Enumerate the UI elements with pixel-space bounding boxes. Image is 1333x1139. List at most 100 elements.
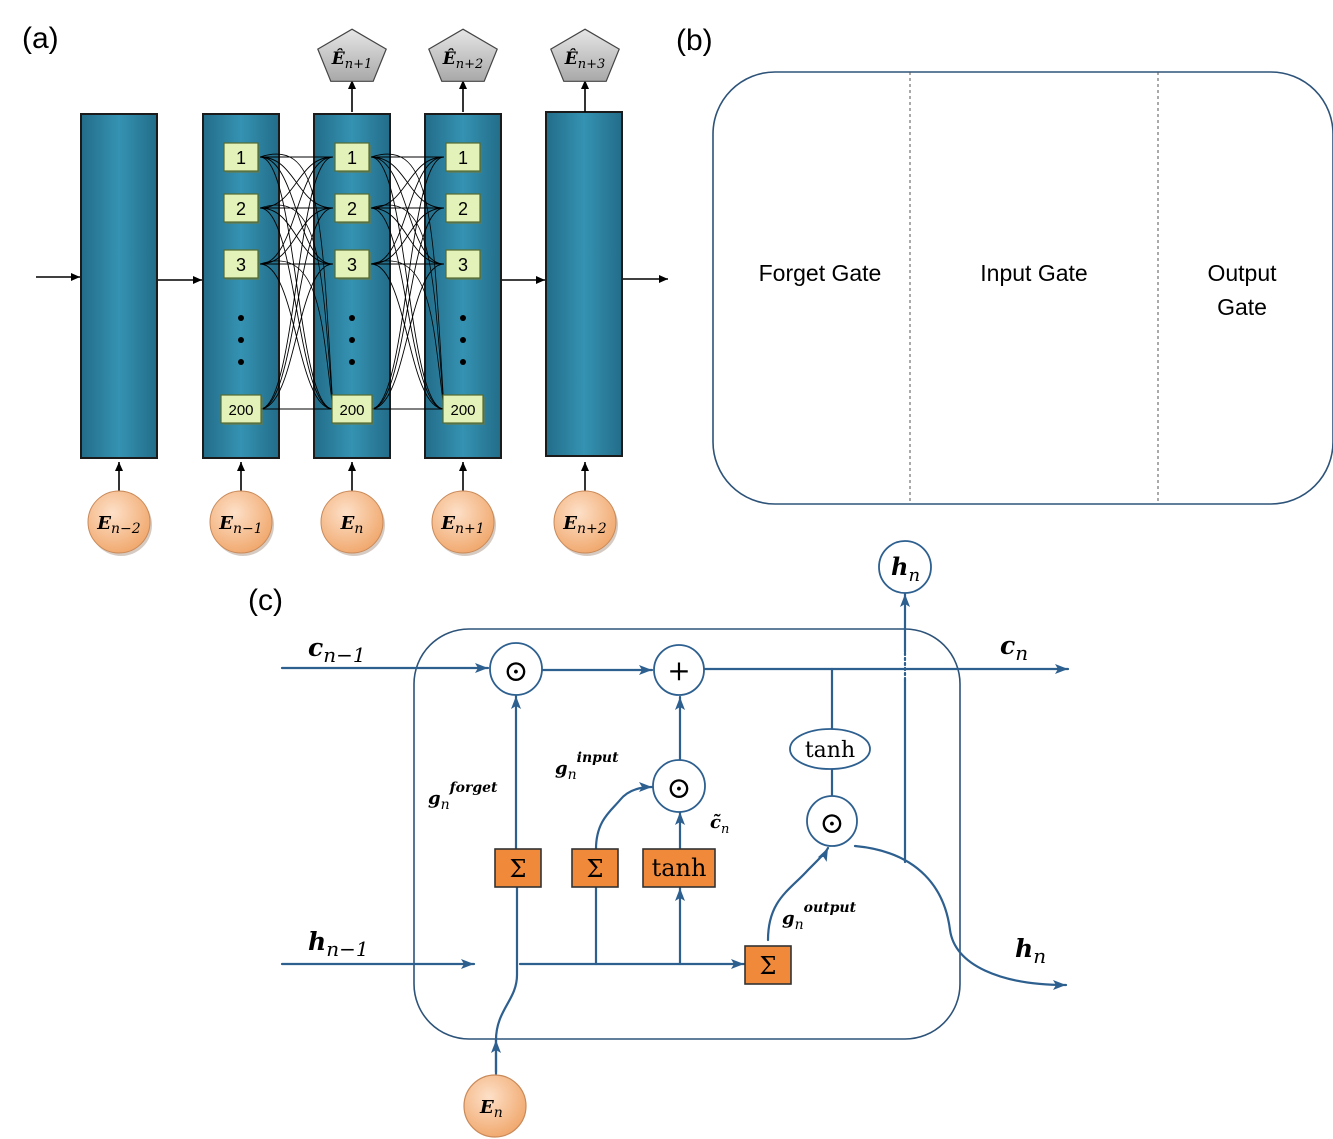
unit-node-label: 3	[236, 255, 246, 275]
input-gate-line	[594, 782, 654, 851]
sigma-symbol: Σ	[587, 855, 604, 883]
lstm-layer-block	[80, 113, 158, 459]
unit-node-label: 200	[339, 402, 364, 419]
h-top-label: hn	[891, 552, 920, 586]
input-node	[553, 490, 617, 554]
g-forget-label: gnforget	[428, 780, 498, 813]
candidate-tanh-box	[642, 848, 716, 888]
odot-symbol: ⊙	[819, 806, 844, 841]
unit-connection	[259, 207, 334, 265]
unit-node-label: 2	[347, 199, 357, 219]
lstm-cell-box	[413, 628, 961, 1040]
unit-connection	[370, 260, 445, 410]
unit-connection	[259, 153, 334, 410]
unit-connection	[370, 156, 445, 209]
odot-symbol: ⊙	[503, 654, 528, 689]
sigma-symbol: Σ	[760, 952, 777, 980]
lstm-layer-block	[545, 111, 623, 457]
input-node	[209, 490, 273, 554]
c-next-label: cn	[1000, 631, 1028, 665]
input-node-label: En+2	[562, 513, 606, 537]
unit-node-label: 3	[347, 255, 357, 275]
input-node-label: En−1	[218, 513, 262, 537]
input-node	[320, 490, 384, 554]
output-node-label: Ên+1	[331, 48, 373, 72]
unit-connection	[259, 207, 334, 410]
unit-node	[331, 394, 373, 424]
output-multiply-node	[806, 795, 858, 847]
h-next-label: hn	[1015, 934, 1046, 968]
panel-label-a: (a)	[22, 22, 59, 55]
unit-connection	[259, 260, 334, 410]
add-node	[653, 644, 705, 696]
unit-connection	[370, 153, 445, 410]
output-nodes: Ên+1 Ên+2 Ên+3	[317, 28, 620, 112]
gates-box	[712, 71, 1333, 505]
output-node	[428, 28, 498, 82]
unit-node	[220, 394, 262, 424]
unit-node	[445, 249, 481, 279]
panel-b: Forget Gate Input Gate Output Gate	[712, 71, 1333, 505]
unit-node-label: 200	[450, 402, 475, 419]
tanh-label: tanh	[805, 738, 855, 763]
g-input-label: gninput	[555, 750, 619, 783]
unit-connections	[259, 153, 445, 410]
sigma-symbol: Σ	[510, 855, 527, 883]
ellipsis-dots	[238, 315, 466, 365]
input-node-e-n	[463, 1074, 527, 1138]
unit-connection	[259, 156, 334, 410]
output-gate-label-line1: Output	[1207, 260, 1277, 286]
unit-node-label: 1	[236, 148, 246, 168]
odot-symbol: ⊙	[666, 771, 691, 806]
output-node	[550, 28, 620, 82]
output-gate-label-line2: Gate	[1217, 294, 1267, 320]
input-node	[431, 490, 495, 554]
input-node-label: En	[340, 513, 364, 537]
g-output-label: gnoutput	[782, 900, 857, 933]
unit-node-label: 2	[236, 199, 246, 219]
output-sum-box	[744, 945, 792, 985]
unit-connection	[259, 156, 334, 265]
unit-node	[223, 142, 259, 172]
unit-connection	[370, 156, 445, 265]
unit-node	[334, 142, 370, 172]
input-node-label: En−2	[96, 513, 140, 537]
unit-node-label: 200	[228, 402, 253, 419]
panel-c: ⊙ + ⊙ ⊙ tanh Σ Σ tanh Σ cn−1 cn hn−1 hn …	[280, 540, 1070, 1138]
unit-node	[445, 142, 481, 172]
panel-label-c: (c)	[248, 584, 283, 617]
unit-node	[442, 394, 484, 424]
input-gate-label: Input Gate	[980, 260, 1087, 286]
input-sum-box	[571, 848, 619, 888]
unit-connection	[370, 204, 445, 410]
forget-multiply-node	[489, 642, 543, 696]
h-prev-label: hn−1	[308, 927, 369, 961]
forget-gate-label: Forget Gate	[759, 260, 882, 286]
input-node	[87, 490, 151, 554]
output-node	[317, 28, 387, 82]
hidden-out-node	[878, 540, 932, 594]
output-node-label: Ên+2	[442, 48, 484, 72]
unit-node	[223, 249, 259, 279]
output-gate-line	[766, 846, 830, 942]
panel-label-b: (b)	[676, 24, 713, 57]
output-node-label: Ên+3	[564, 48, 606, 72]
unit-connection	[370, 207, 445, 410]
unit-node	[445, 193, 481, 223]
c-tilde-label: c̃n	[710, 812, 729, 837]
unit-node-label: 1	[458, 148, 468, 168]
unit-node-label: 3	[458, 255, 468, 275]
unit-node	[223, 193, 259, 223]
e-n-label: En	[479, 1097, 503, 1121]
unit-node	[334, 193, 370, 223]
forget-sum-box	[494, 848, 542, 888]
unit-connection	[370, 263, 445, 410]
unit-connection	[259, 263, 334, 410]
input-path	[494, 884, 519, 1074]
tanh-node-output	[789, 728, 871, 770]
